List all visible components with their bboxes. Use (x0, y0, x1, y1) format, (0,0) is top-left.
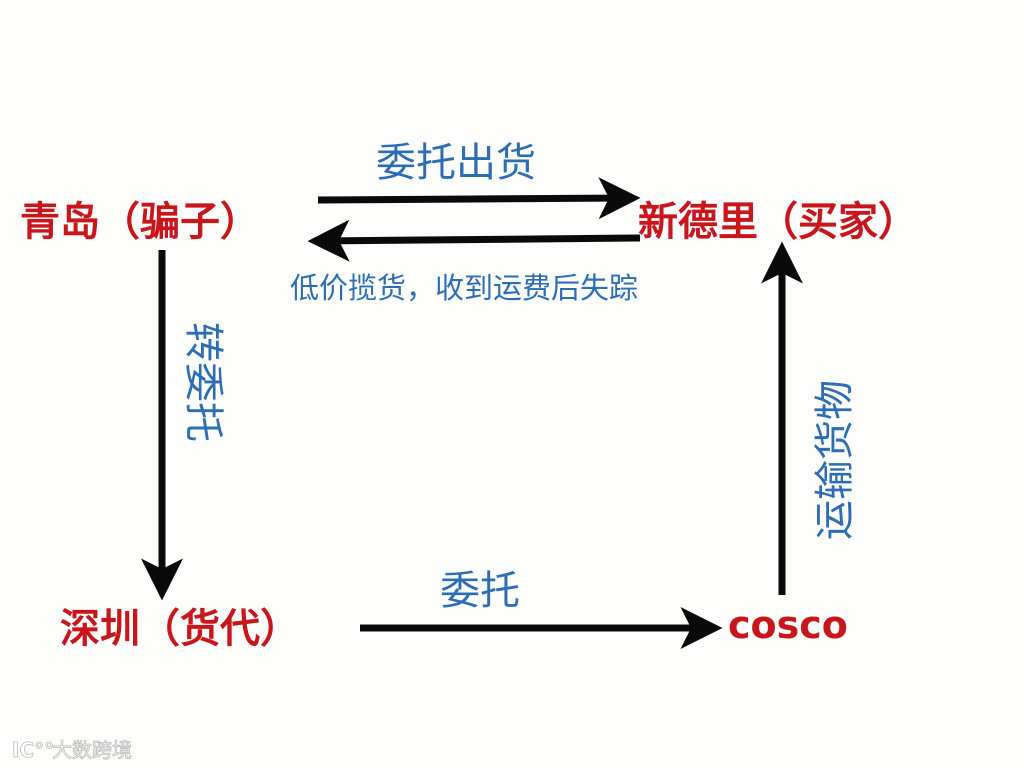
arrow-qingdao-to-delhi (317, 177, 641, 220)
watermark-text: 大数跨境 (52, 738, 132, 762)
arrow-delhi-to-qingdao (307, 219, 641, 262)
label-cosco-to-delhi: 运输货物 (812, 380, 858, 540)
label-shenzhen-to-cosco: 委托 (440, 568, 520, 614)
watermark-logo: IC°° 大数跨境 (12, 738, 133, 763)
watermark-logo-icon: IC°° (12, 738, 54, 762)
label-delhi-to-qingdao: 低价揽货，收到运费后失踪 (290, 271, 638, 305)
node-shenzhen: 深圳（货代） (60, 606, 300, 652)
label-qingdao-to-delhi: 委托出货 (376, 140, 536, 186)
node-cosco: cosco (728, 603, 848, 647)
node-delhi: 新德里（买家） (638, 199, 918, 245)
label-qingdao-to-shenzhen: 转委托 (180, 322, 226, 442)
node-qingdao: 青岛（骗子） (20, 199, 260, 245)
